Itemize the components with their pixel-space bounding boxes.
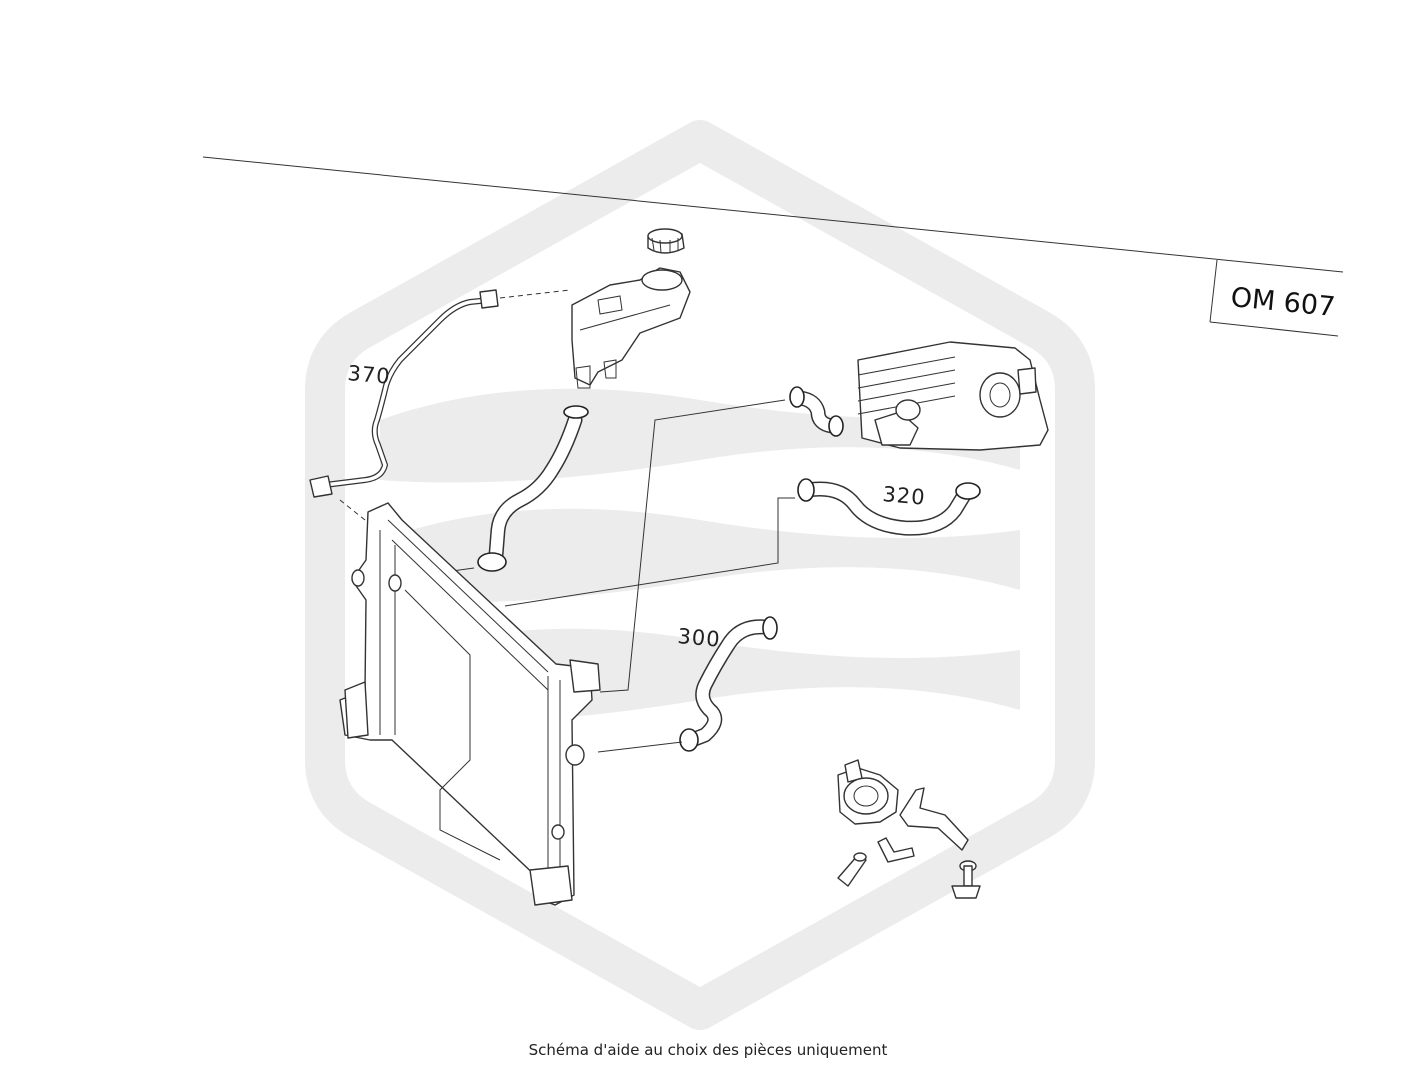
oil-cooler-elbow-hose [789, 386, 844, 437]
callout-300: 300 [677, 624, 722, 652]
hose-320 [797, 478, 981, 536]
hose-300 [679, 616, 778, 752]
pump-bracket [899, 787, 969, 851]
expansion-tank [571, 267, 691, 389]
auxiliary-water-pump [837, 759, 899, 825]
hose-370 [309, 289, 571, 498]
callout-370: 370 [347, 361, 392, 389]
upper-radiator-hose [477, 405, 589, 572]
pipe-fitting [837, 852, 867, 887]
expansion-tank-cap [647, 228, 685, 254]
callout-320: 320 [882, 482, 927, 510]
diagram-caption: Schéma d'aide au choix des pièces unique… [528, 1041, 888, 1059]
engine-code-label: OM 607 [1229, 282, 1336, 323]
mounting-bolt [951, 860, 981, 899]
radiator [339, 502, 601, 906]
hose-clip [877, 837, 915, 863]
oil-cooler-assembly [857, 341, 1049, 451]
